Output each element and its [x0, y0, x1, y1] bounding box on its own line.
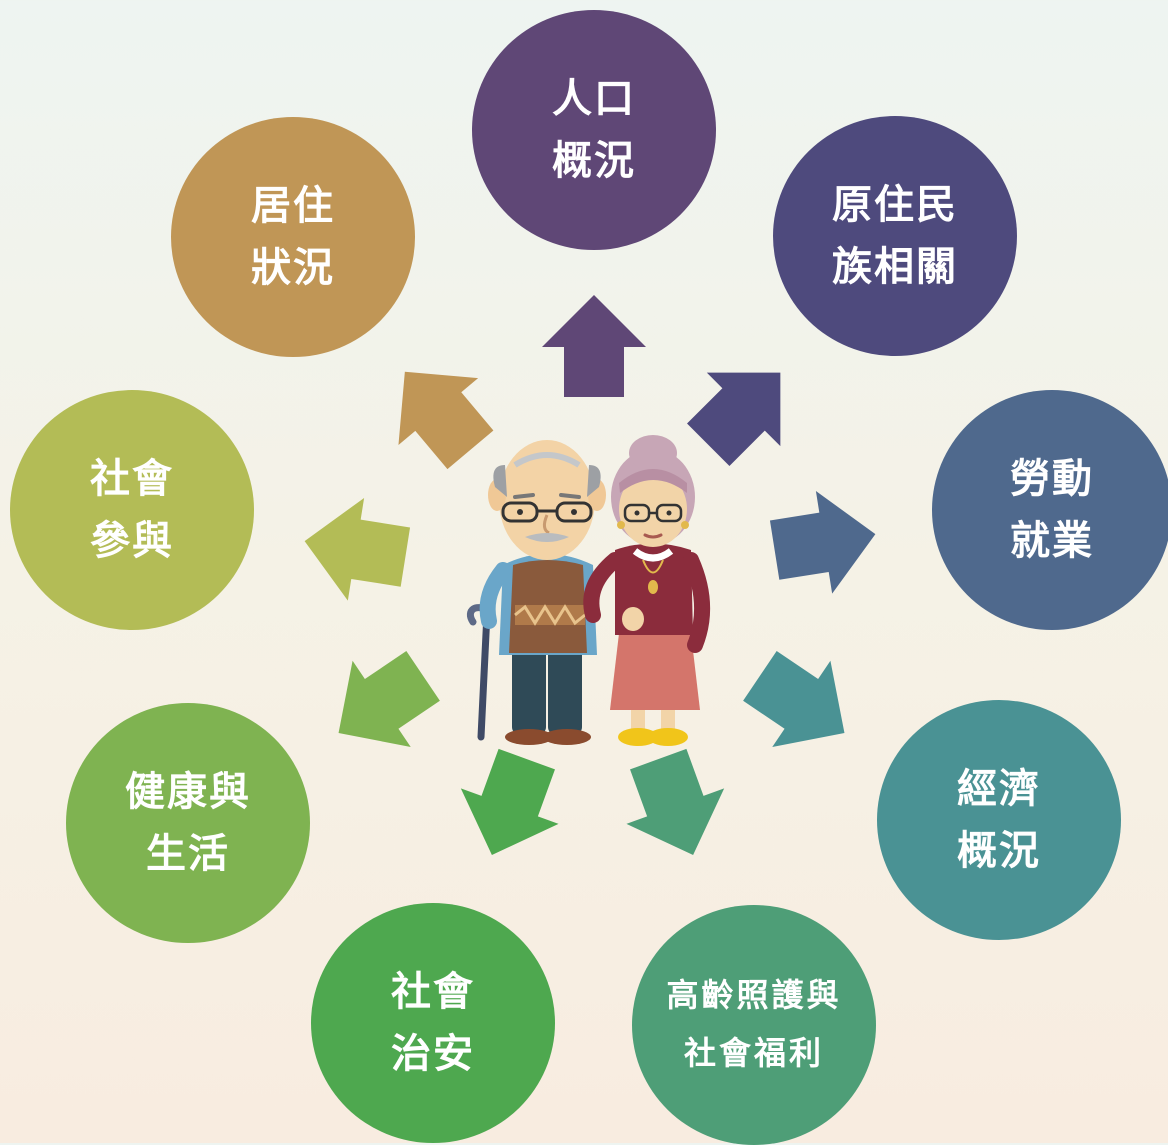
- node-health[interactable]: 健康與 生活: [66, 703, 310, 943]
- node-label-line1: 人口: [552, 76, 636, 122]
- node-label-line2: 就業: [1010, 518, 1094, 564]
- node-safety[interactable]: 社會 治安: [311, 903, 555, 1143]
- node-label-line2: 生活: [146, 831, 230, 877]
- node-label-line1: 高齡照護與: [666, 976, 842, 1015]
- node-label-line2: 族相關: [832, 244, 958, 290]
- arrow-indigenous: [687, 372, 781, 466]
- node-label-line1: 勞動: [1010, 456, 1094, 502]
- arrow-housing: [398, 371, 494, 470]
- node-label-line2: 社會福利: [683, 1034, 824, 1072]
- node-label-line1: 社會: [90, 456, 174, 502]
- arrow-welfare: [626, 748, 725, 855]
- node-label-line1: 健康與: [125, 769, 251, 815]
- elderly-couple-illustration: [466, 435, 711, 746]
- node-participation[interactable]: 社會 參與: [10, 390, 254, 630]
- node-label-line1: 居住: [251, 183, 335, 229]
- node-label-line1: 經濟: [957, 766, 1041, 812]
- node-welfare[interactable]: 高齡照護與 社會福利: [632, 905, 876, 1145]
- arrow-health: [338, 651, 440, 747]
- node-label-line2: 概況: [957, 828, 1041, 874]
- node-label-line1: 原住民: [832, 182, 958, 228]
- node-population[interactable]: 人口 概況: [472, 10, 716, 250]
- node-economy[interactable]: 經濟 概況: [877, 700, 1121, 940]
- node-label-line2: 參與: [90, 518, 174, 564]
- arrow-labor: [769, 490, 876, 594]
- node-label-line1: 社會: [391, 969, 475, 1015]
- node-label-line2: 狀況: [251, 245, 335, 291]
- node-housing[interactable]: 居住 狀況: [171, 117, 415, 357]
- arrow-safety: [460, 748, 559, 855]
- arrow-participation: [304, 497, 411, 601]
- node-label-line2: 概況: [552, 138, 636, 184]
- node-indigenous[interactable]: 原住民 族相關: [773, 116, 1017, 356]
- node-label-line2: 治安: [391, 1031, 475, 1077]
- arrow-economy: [743, 651, 845, 747]
- node-labor[interactable]: 勞動 就業: [932, 390, 1168, 630]
- arrow-population: [542, 295, 646, 397]
